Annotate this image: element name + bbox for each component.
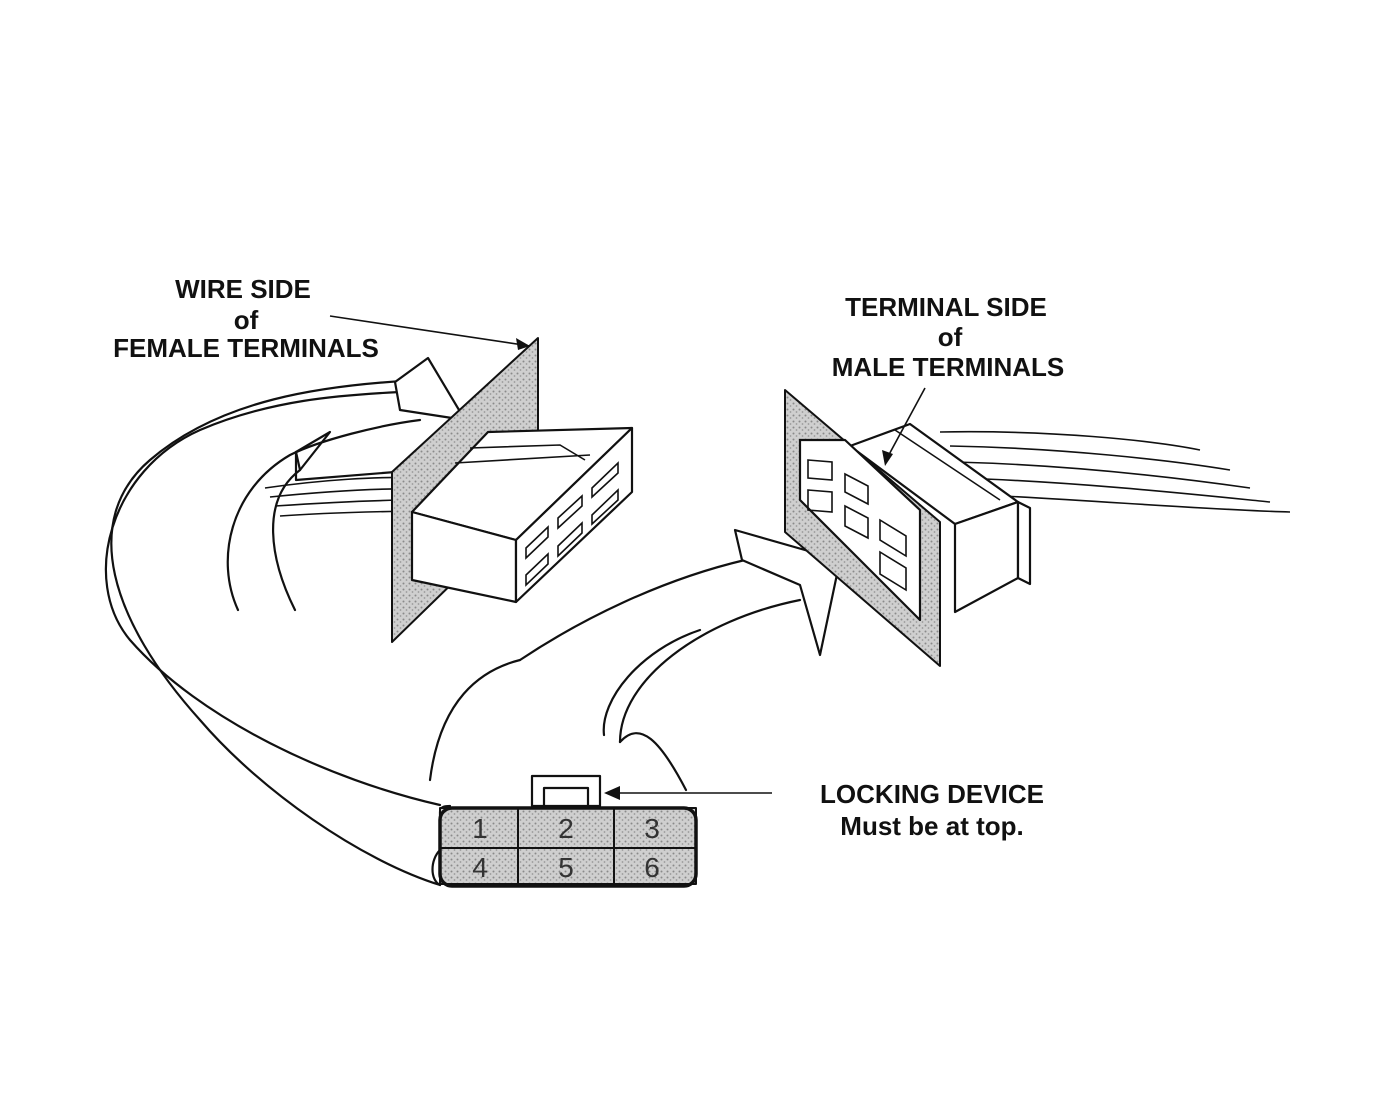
locking-device-label: LOCKING DEVICE Must be at top.	[820, 779, 1044, 841]
pin-5: 5	[558, 852, 574, 883]
male-connector	[784, 389, 1291, 667]
pin-6: 6	[644, 852, 660, 883]
svg-text:WIRE SIDE: WIRE SIDE	[175, 274, 311, 304]
wire-side-label: WIRE SIDE of FEMALE TERMINALS	[113, 274, 379, 363]
female-connector	[391, 337, 634, 643]
svg-text:LOCKING DEVICE: LOCKING DEVICE	[820, 779, 1044, 809]
svg-text:of: of	[234, 305, 259, 335]
terminal-side-label: TERMINAL SIDE of MALE TERMINALS	[832, 292, 1065, 382]
curved-arrow-right	[428, 528, 842, 792]
svg-text:of: of	[938, 322, 963, 352]
svg-text:FEMALE TERMINALS: FEMALE TERMINALS	[113, 333, 379, 363]
terminal-side-leader	[884, 387, 926, 463]
pin-1: 1	[472, 813, 488, 844]
pin-4: 4	[472, 852, 488, 883]
svg-text:Must be at top.: Must be at top.	[840, 811, 1023, 841]
svg-text:TERMINAL SIDE: TERMINAL SIDE	[845, 292, 1047, 322]
pin-face: 1 2 3 4 5 6	[431, 774, 698, 888]
wire-side-leader	[329, 315, 531, 347]
pin-3: 3	[644, 813, 660, 844]
svg-text:MALE TERMINALS: MALE TERMINALS	[832, 352, 1065, 382]
pin-2: 2	[558, 813, 574, 844]
